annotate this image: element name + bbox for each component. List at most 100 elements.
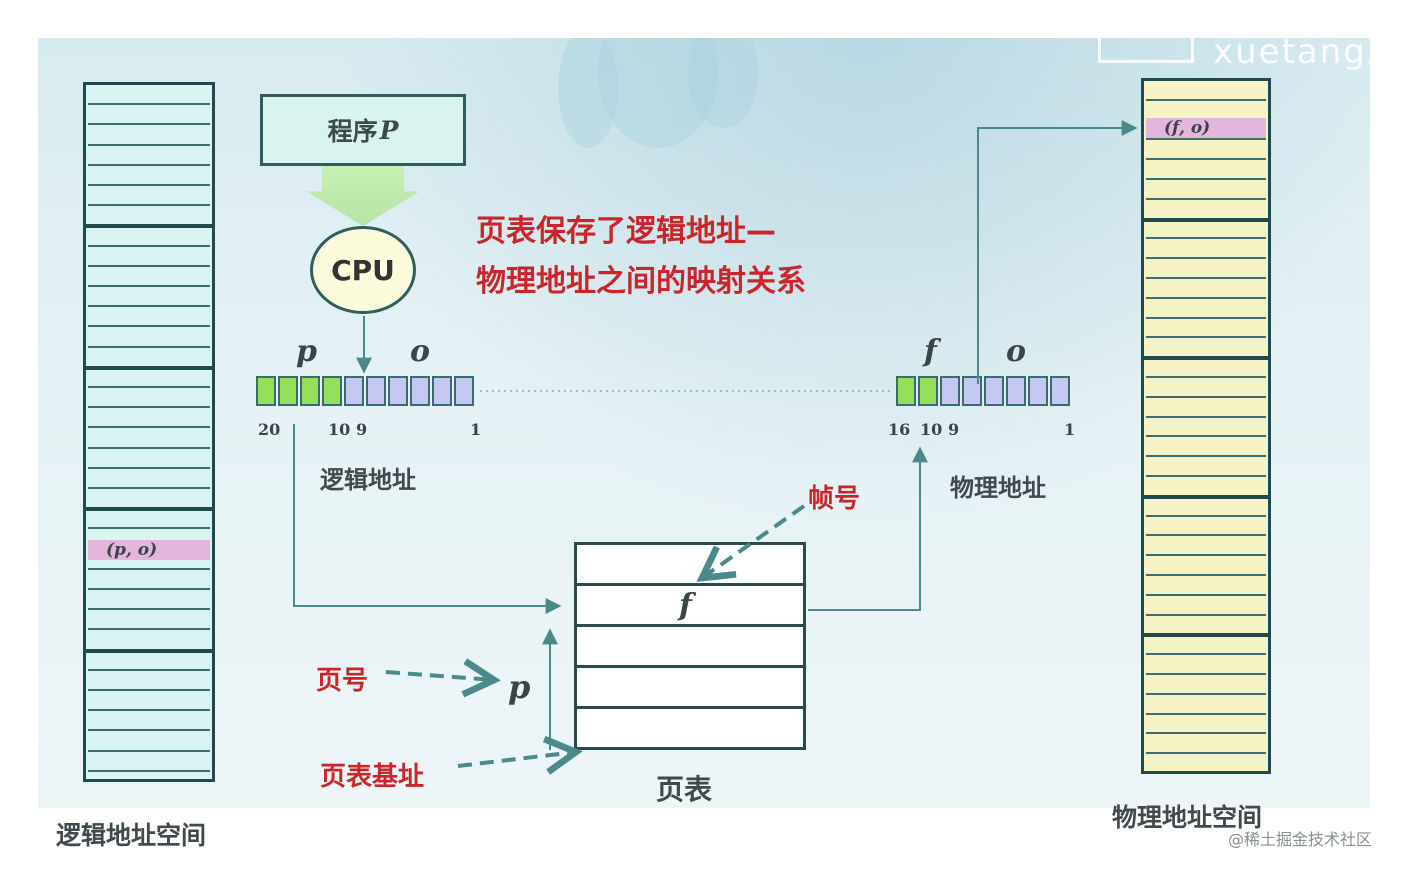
page-table-row (577, 668, 803, 709)
memory-block-separator (1144, 633, 1268, 638)
connector-lines (293, 120, 1138, 808)
offset-bit (388, 376, 408, 406)
memory-row (88, 691, 210, 712)
memory-row (88, 651, 210, 671)
memory-row (1146, 299, 1266, 319)
logical-address-register (256, 376, 476, 406)
offset-bit (1006, 376, 1026, 406)
frame-bit (918, 376, 938, 406)
memory-row (88, 590, 210, 611)
memory-row (1146, 675, 1266, 695)
caption-line-1: 页表保存了逻辑地址— (476, 214, 776, 249)
memory-row (1146, 398, 1266, 418)
program-box: 程序 P (260, 94, 466, 166)
logical-address-space (83, 82, 215, 782)
memory-row (1146, 655, 1266, 675)
memory-row (1146, 180, 1266, 200)
memory-row (1146, 734, 1266, 755)
memory-row (1146, 378, 1266, 398)
watermark-logo (1098, 38, 1194, 63)
page-bit (278, 376, 298, 406)
memory-block-separator (1144, 217, 1268, 222)
offset-bit (410, 376, 430, 406)
memory-row (88, 449, 210, 469)
cpu-circle: CPU (310, 226, 416, 314)
memory-row (1146, 418, 1266, 438)
memory-row (1146, 715, 1266, 735)
memory-row (1146, 497, 1266, 517)
memory-row (1146, 121, 1266, 141)
logical-entry-p-o: (p, o) (88, 540, 210, 560)
memory-row (1146, 319, 1266, 339)
memory-block-separator (86, 507, 212, 512)
page-table-frame-entry: f (679, 588, 692, 623)
memory-row (88, 327, 210, 348)
memory-block-separator (1144, 356, 1268, 361)
frame-to-physical-arrow (808, 446, 928, 611)
memory-block-separator (1144, 494, 1268, 499)
page-table-row-selected: f (577, 586, 803, 627)
program-var: P (379, 115, 399, 145)
physical-address-space (1141, 78, 1271, 774)
physical-address-caption: 物理地址 (950, 474, 1046, 502)
memory-row (1146, 576, 1266, 596)
memory-row (88, 267, 210, 287)
frame-number-pointer (702, 504, 806, 578)
page-table-base-label: 页表基址 (320, 762, 425, 792)
memory-row (88, 671, 210, 691)
page-table-base-pointer (457, 752, 576, 766)
page-table-row (577, 545, 803, 586)
physical-bit-9: 9 (948, 420, 960, 439)
memory-row (88, 509, 210, 530)
logical-bit-20: 20 (258, 420, 281, 439)
memory-row (1146, 437, 1266, 458)
frame-number-label: 帧号 (808, 484, 861, 514)
credit-text: @稀土掘金技术社区 (1228, 830, 1373, 849)
memory-row (1146, 220, 1266, 240)
page-table-row (577, 627, 803, 668)
memory-row (88, 146, 210, 166)
memory-row (88, 428, 210, 449)
page-table-caption: 页表 (656, 773, 713, 806)
program-label: 程序 (327, 117, 378, 146)
memory-block-separator (86, 365, 212, 370)
logical-p-label: p (296, 334, 317, 369)
background-plume (558, 38, 618, 148)
memory-row (1146, 695, 1266, 715)
physical-bit-10: 10 (920, 420, 943, 439)
logical-bit-10: 10 (328, 420, 351, 439)
memory-row (88, 368, 210, 388)
offset-bit (344, 376, 364, 406)
page-bit (322, 376, 342, 406)
memory-row (88, 287, 210, 308)
offset-bit (984, 376, 1004, 406)
offset-bit (940, 376, 960, 406)
memory-row (1146, 160, 1266, 180)
memory-row (1146, 239, 1266, 260)
logical-bit-1: 1 (470, 420, 482, 439)
page-index-arrow (293, 424, 562, 614)
watermark-text: xuetangX (1213, 38, 1370, 72)
logical-space-caption: 逻辑地址空间 (56, 821, 207, 850)
memory-row (1146, 457, 1266, 477)
page-number-label: 页号 (316, 666, 369, 696)
memory-row (88, 752, 210, 772)
memory-row (1146, 596, 1266, 616)
memory-row (88, 105, 210, 126)
memory-row (1146, 279, 1266, 299)
page-number-pointer (385, 672, 494, 680)
physical-f-label: f (924, 334, 937, 369)
memory-row (1146, 81, 1266, 101)
memory-row (88, 388, 210, 409)
physical-o-label: o (1006, 334, 1027, 369)
page-bit (300, 376, 320, 406)
memory-row (88, 610, 210, 631)
memory-row (88, 166, 210, 186)
page-bit (256, 376, 276, 406)
physical-to-memory-arrow (977, 120, 1138, 384)
memory-row (1146, 556, 1266, 576)
memory-row (88, 226, 210, 247)
background-plume (688, 38, 758, 128)
page-table: f (574, 542, 806, 750)
memory-row (88, 186, 210, 207)
